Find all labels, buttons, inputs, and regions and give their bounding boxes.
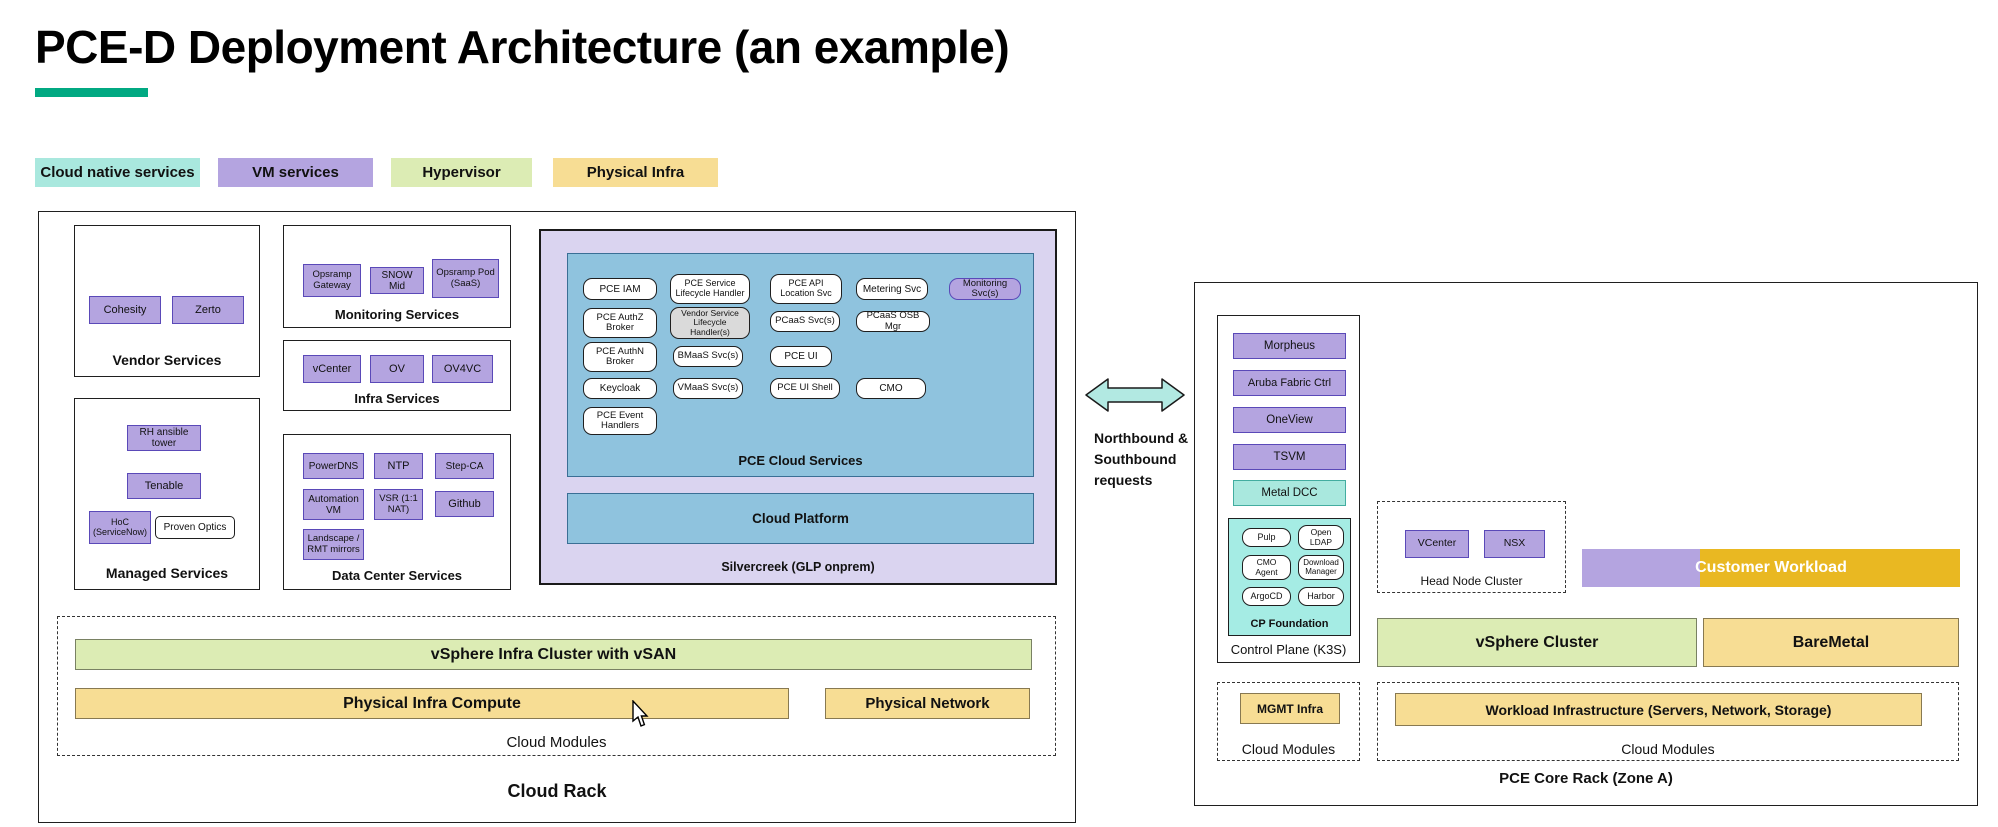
vendor-services-box: Cohesity Zerto Vendor Services (74, 225, 260, 377)
landscape-rmt-chip: Landscape / RMT mirrors (303, 529, 364, 560)
ov4vc-chip: OV4VC (432, 355, 493, 383)
cp-foundation-label: CP Foundation (1250, 618, 1329, 630)
pcaas-osb-mgr-chip: PCaaS OSB Mgr (856, 310, 930, 332)
mouse-cursor (632, 700, 649, 727)
pce-core-rack-box: Morpheus Aruba Fabric Ctrl OneView TSVM … (1194, 282, 1978, 806)
vcenter-chip: vCenter (303, 355, 361, 383)
pulp-chip: Pulp (1242, 528, 1291, 547)
metering-svc-chip: Metering Svc (856, 278, 928, 300)
infra-services-label: Infra Services (354, 391, 440, 406)
powerdns-chip: PowerDNS (303, 453, 364, 479)
zerto-chip: Zerto (172, 296, 244, 324)
page-title: PCE-D Deployment Architecture (an exampl… (35, 21, 1010, 73)
rh-ansible-tower-chip: RH ansible tower (127, 425, 201, 451)
opsramp-gateway-chip: Opsramp Gateway (303, 264, 361, 297)
data-center-services-box: PowerDNS NTP Step-CA Automation VM VSR (… (283, 434, 511, 590)
cloud-modules-label: Cloud Modules (506, 734, 607, 751)
cmo-agent-chip: CMO Agent (1242, 555, 1291, 580)
vendor-service-lifecycle-handlers-chip: Vendor Service Lifecycle Handler(s) (670, 307, 750, 339)
head-node-cluster-label: Head Node Cluster (1420, 574, 1523, 588)
tsvm-chip: TSVM (1233, 444, 1346, 470)
step-ca-chip: Step-CA (435, 453, 494, 479)
head-node-cluster-dashed: VCenter NSX Head Node Cluster (1377, 501, 1566, 593)
cloud-rack-box: Cohesity Zerto Vendor Services Opsramp G… (38, 211, 1076, 823)
core-cloud-modules-right-label: Cloud Modules (1621, 741, 1715, 757)
data-center-services-label: Data Center Services (331, 568, 463, 583)
mgmt-infra-chip: MGMT Infra (1240, 693, 1340, 724)
vsr-nat-chip: VSR (1:1 NAT) (374, 489, 423, 520)
keycloak-chip: Keycloak (583, 378, 657, 399)
pce-event-handlers-chip: PCE Event Handlers (583, 407, 657, 435)
bmaas-svc-chip: BMaaS Svc(s) (673, 346, 743, 367)
cmo-chip: CMO (856, 378, 926, 399)
hoc-servicenow-chip: HoC (ServiceNow) (89, 511, 151, 544)
morpheus-chip: Morpheus (1233, 333, 1346, 359)
pce-cloud-services-box: PCE IAM PCE Service Lifecycle Handler PC… (567, 253, 1034, 477)
monitoring-services-label: Monitoring Services (334, 307, 460, 322)
pce-iam-chip: PCE IAM (583, 278, 657, 300)
control-plane-box: Morpheus Aruba Fabric Ctrl OneView TSVM … (1217, 315, 1360, 663)
title-underline (35, 88, 148, 97)
core-cloud-modules-left-label: Cloud Modules (1241, 741, 1336, 757)
automation-vm-chip: Automation VM (303, 489, 364, 520)
silvercreek-box: PCE IAM PCE Service Lifecycle Handler PC… (539, 229, 1057, 585)
pce-authn-broker-chip: PCE AuthN Broker (583, 342, 657, 372)
snow-mid-chip: SNOW Mid (370, 267, 424, 294)
pce-ui-shell-chip: PCE UI Shell (770, 378, 840, 399)
legend-item-physical-infra: Physical Infra (553, 158, 718, 187)
argocd-chip: ArgoCD (1242, 587, 1291, 606)
vsphere-infra-bar: vSphere Infra Cluster with vSAN (75, 639, 1032, 670)
cohesity-chip: Cohesity (89, 296, 161, 324)
connector-label: Northbound & Southbound requests (1094, 430, 1189, 488)
pce-core-rack-label: PCE Core Rack (Zone A) (1499, 770, 1673, 787)
pce-cloud-services-label: PCE Cloud Services (738, 453, 863, 468)
managed-services-label: Managed Services (105, 565, 229, 581)
github-chip: Github (435, 491, 494, 517)
open-ldap-chip: Open LDAP (1298, 525, 1344, 550)
core-cloud-modules-left-dashed: MGMT Infra Cloud Modules (1217, 682, 1360, 761)
ov-chip: OV (370, 355, 424, 383)
monitoring-svc-chip: Monitoring Svc(s) (949, 278, 1021, 300)
physical-infra-compute-bar: Physical Infra Compute (75, 688, 789, 719)
nsx-chip: NSX (1484, 530, 1545, 558)
aruba-fabric-ctrl-chip: Aruba Fabric Ctrl (1233, 370, 1346, 396)
vsphere-cluster-bar: vSphere Cluster (1377, 618, 1697, 667)
pce-ui-chip: PCE UI (770, 346, 832, 367)
pcaas-svc-chip: PCaaS Svc(s) (770, 311, 840, 332)
oneview-chip: OneView (1233, 407, 1346, 433)
silvercreek-label: Silvercreek (GLP onprem) (721, 560, 875, 574)
proven-optics-chip: Proven Optics (155, 516, 235, 539)
legend-item-hypervisor: Hypervisor (391, 158, 532, 187)
vmaas-svc-chip: VMaaS Svc(s) (673, 378, 743, 399)
physical-network-bar: Physical Network (825, 688, 1030, 719)
tenable-chip: Tenable (127, 473, 201, 499)
pce-authz-broker-chip: PCE AuthZ Broker (583, 308, 657, 338)
vcenter-head-node-chip: VCenter (1405, 530, 1469, 558)
customer-workload-bar: Customer Workload (1582, 549, 1960, 587)
cloud-rack-label: Cloud Rack (507, 781, 607, 801)
vendor-services-label: Vendor Services (112, 352, 222, 368)
pce-service-lifecycle-handler-chip: PCE Service Lifecycle Handler (670, 274, 750, 304)
legend-item-vm-services: VM services (218, 158, 373, 187)
workload-infrastructure-bar: Workload Infrastructure (Servers, Networ… (1395, 693, 1922, 726)
opsramp-pod-chip: Opsramp Pod (SaaS) (432, 259, 499, 298)
control-plane-label: Control Plane (K3S) (1230, 642, 1347, 657)
harbor-chip: Harbor (1298, 587, 1344, 606)
core-cloud-modules-right-dashed: Workload Infrastructure (Servers, Networ… (1377, 682, 1959, 761)
infra-services-box: vCenter OV OV4VC Infra Services (283, 340, 511, 411)
cloud-modules-left-dashed: vSphere Infra Cluster with vSAN Physical… (57, 616, 1056, 756)
managed-services-box: RH ansible tower Tenable HoC (ServiceNow… (74, 398, 260, 590)
baremetal-bar: BareMetal (1703, 618, 1959, 667)
download-manager-chip: Download Manager (1298, 555, 1344, 580)
connector-arrow-icon (1085, 378, 1185, 412)
legend-item-cloud-native-services: Cloud native services (35, 158, 200, 187)
cloud-platform-box: Cloud Platform (567, 493, 1034, 544)
pce-api-location-svc-chip: PCE API Location Svc (770, 274, 842, 304)
cp-foundation-box: Pulp Open LDAP CMO Agent Download Manage… (1228, 518, 1351, 636)
monitoring-services-box: Opsramp Gateway SNOW Mid Opsramp Pod (Sa… (283, 225, 511, 328)
ntp-chip: NTP (374, 453, 423, 479)
metal-dcc-chip: Metal DCC (1233, 480, 1346, 506)
